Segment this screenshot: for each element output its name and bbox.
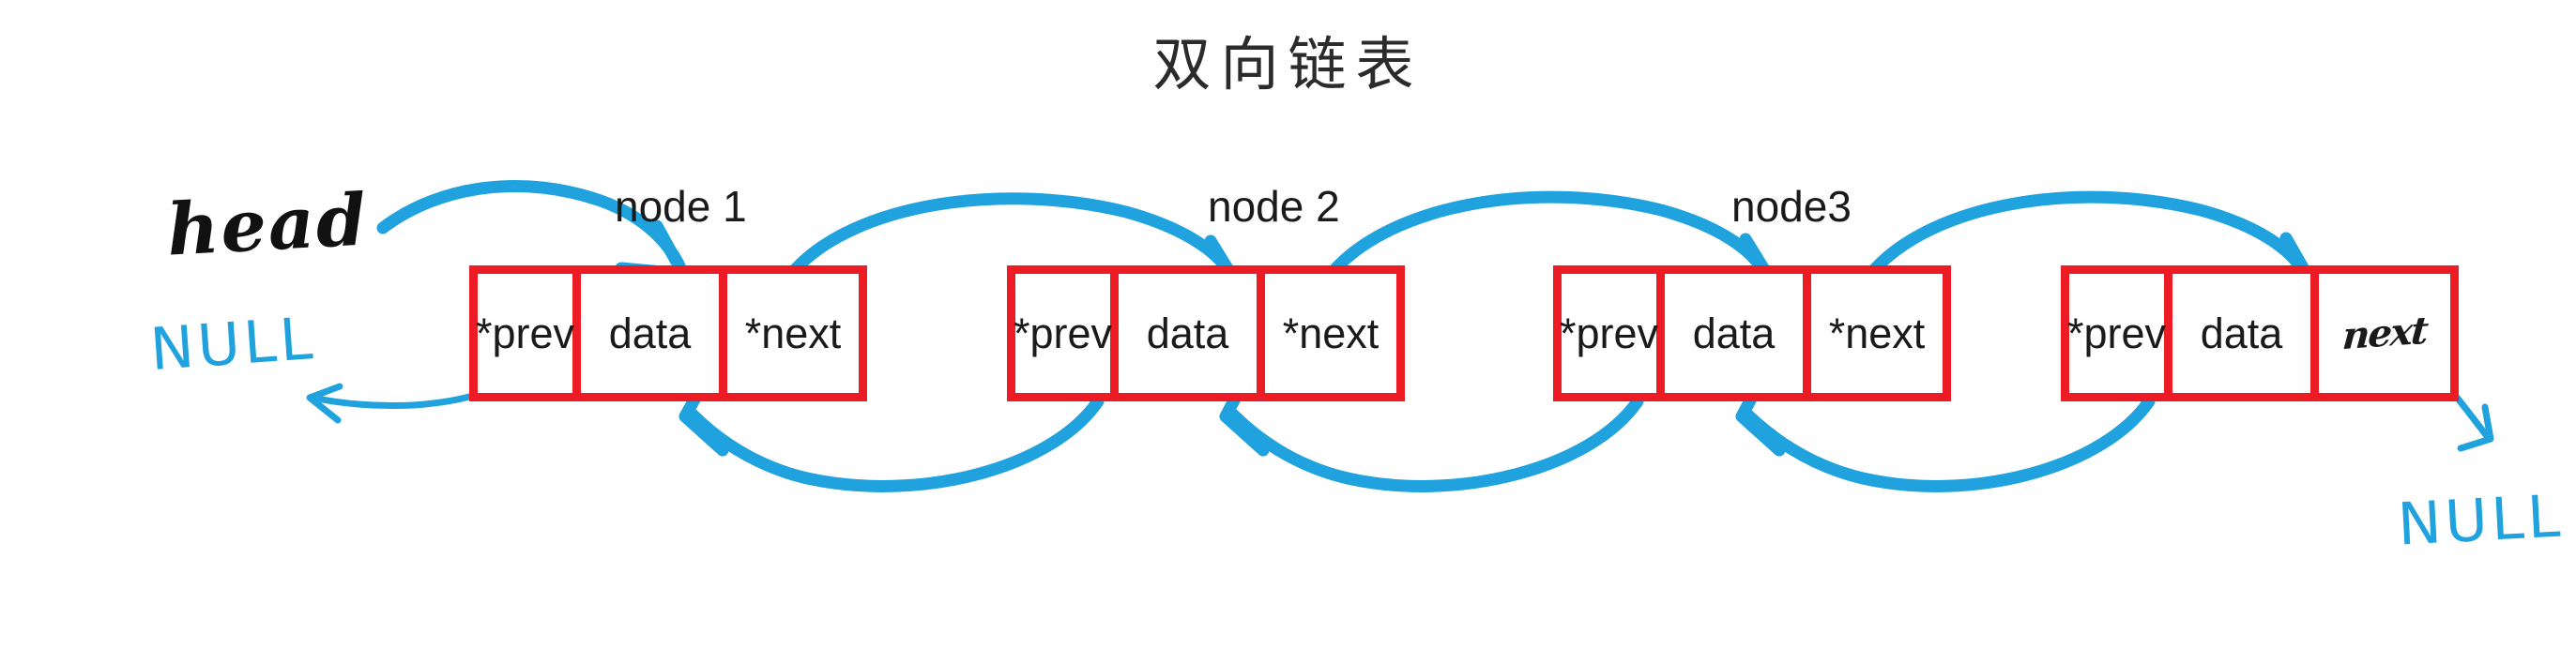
node-box-1: *prev data *next <box>469 265 867 401</box>
page-title: 双向链表 <box>1152 30 1424 98</box>
null-arrowhead-right <box>2457 403 2494 452</box>
node-box-4: *prev data next <box>2061 265 2459 401</box>
null-arrowhead-left <box>306 383 343 424</box>
node-1-next-cell: *next <box>744 309 842 357</box>
prev-arrow-2 <box>686 395 1105 492</box>
next-arrow-1 <box>786 192 1236 279</box>
node-box-2: *prev data *next <box>1007 265 1405 401</box>
next-arrow-3 <box>1866 190 2310 279</box>
node-3-next-cell: *next <box>1828 309 1926 357</box>
prev-arrow-3 <box>1227 395 1644 492</box>
node-3-prev-cell: *prev <box>1560 274 1665 393</box>
node-4-data-cell: data <box>2172 274 2319 393</box>
node-1-prev-cell: *prev <box>476 274 581 393</box>
node-4-prev-cell: *prev <box>2067 274 2172 393</box>
null-right-annotation: NULL <box>2396 481 2566 559</box>
null-left-annotation: NULL <box>147 303 319 385</box>
head-annotation: head <box>164 177 371 272</box>
next-arrow-2 <box>1326 190 1771 279</box>
prev-arrow-4 <box>1741 395 2156 492</box>
node-label-1: node 1 <box>615 182 747 231</box>
node-2-prev-cell: *prev <box>1014 274 1119 393</box>
node-1-data-cell: data <box>581 274 727 393</box>
node-label-2: node 2 <box>1208 182 1340 231</box>
node-label-3: node3 <box>1731 182 1852 231</box>
node-2-data-cell: data <box>1119 274 1265 393</box>
node-box-3: *prev data *next <box>1553 265 1951 401</box>
node-2-next-cell: *next <box>1282 309 1379 357</box>
node-3-data-cell: data <box>1665 274 1811 393</box>
node-4-next-cell: next <box>2340 308 2429 359</box>
